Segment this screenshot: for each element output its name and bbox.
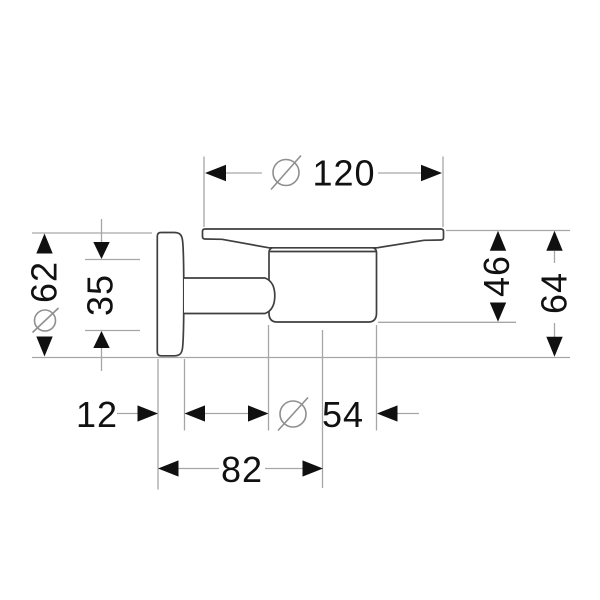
arrowhead-down-icon bbox=[93, 242, 110, 259]
arrowhead-right-icon bbox=[248, 405, 269, 422]
arrowhead-left-icon bbox=[184, 405, 205, 422]
mounting-arm-fill bbox=[184, 278, 275, 314]
arrowhead-up-icon bbox=[489, 230, 507, 251]
product-outline bbox=[156, 228, 445, 357]
dim-arm-offset: 35 bbox=[80, 219, 140, 371]
dim-label-46: 46 bbox=[476, 255, 517, 297]
dim-label-54: 54 bbox=[322, 394, 364, 435]
arrowhead-left-icon bbox=[205, 164, 226, 182]
dim-wall-to-center-depth: 82 bbox=[158, 449, 323, 490]
dim-plate-diameter: 62 bbox=[24, 233, 65, 357]
dim-plate-depth: 12 bbox=[76, 394, 205, 435]
holder-cup-outline bbox=[268, 246, 378, 323]
dim-label-12: 12 bbox=[76, 394, 118, 435]
soap-dish-outline bbox=[201, 228, 445, 249]
arrowhead-up-icon bbox=[93, 331, 110, 348]
arrowhead-right-icon bbox=[137, 405, 158, 422]
dim-holder-height: 46 bbox=[378, 230, 517, 323]
arrowhead-down-icon bbox=[546, 336, 563, 357]
arrowhead-down-icon bbox=[489, 302, 507, 322]
mounting-arm-outline bbox=[183, 277, 276, 315]
arrowhead-left-icon bbox=[158, 460, 179, 477]
diameter-symbol-icon bbox=[277, 396, 309, 432]
dim-label-35: 35 bbox=[80, 274, 121, 316]
dim-label-82: 82 bbox=[221, 449, 263, 490]
arrowhead-up-icon bbox=[36, 233, 53, 254]
dim-holder-diameter: 54 bbox=[205, 394, 419, 435]
arrowhead-right-icon bbox=[302, 460, 323, 477]
dim-label-64: 64 bbox=[534, 272, 575, 314]
arrowhead-right-icon bbox=[421, 164, 442, 182]
dim-label-62: 62 bbox=[24, 261, 65, 303]
diameter-symbol-icon bbox=[270, 154, 302, 191]
wall-plate-outline bbox=[156, 231, 185, 357]
dim-overall-height: 64 bbox=[534, 230, 575, 357]
diameter-symbol-icon bbox=[31, 307, 60, 334]
arrowhead-left-icon bbox=[377, 405, 398, 422]
dim-label-120: 120 bbox=[312, 153, 375, 194]
arrowhead-down-icon bbox=[36, 336, 53, 357]
dim-dish-diameter: 120 bbox=[205, 153, 442, 194]
extension-lines bbox=[32, 156, 570, 490]
arrowhead-up-icon bbox=[546, 230, 563, 251]
